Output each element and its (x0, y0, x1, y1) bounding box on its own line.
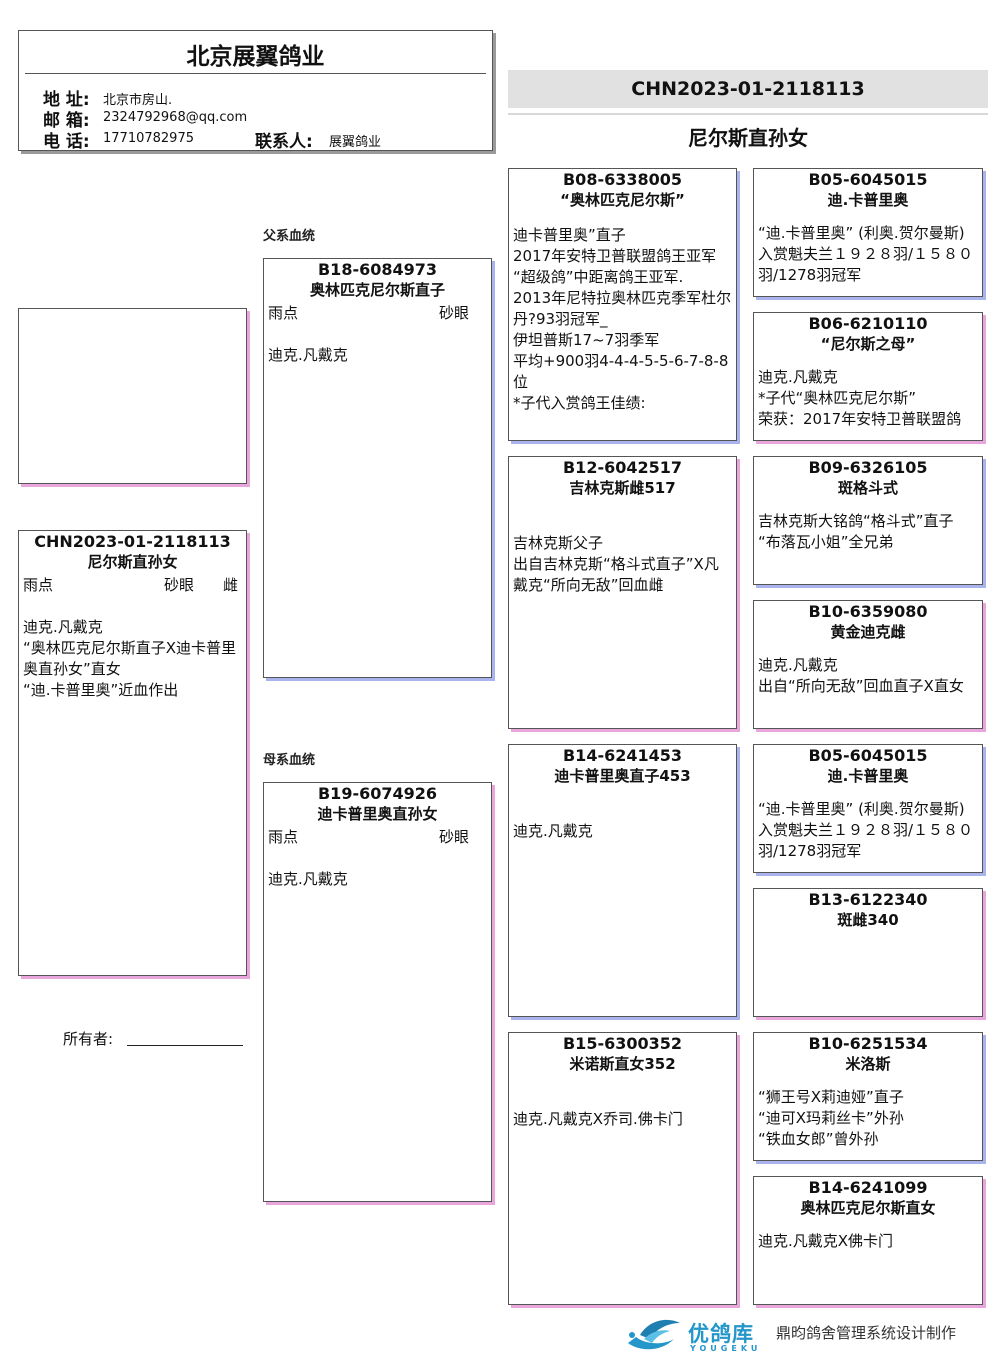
sire-sire-dam-card: B06-6210110 “尼尔斯之母” 迪克.凡戴克 *子代“奥林匹克尼尔斯” … (753, 312, 983, 441)
ring-bar-underline (508, 113, 988, 115)
description: 迪克.凡戴克 出自“所向无敌”回血直子X直女 (758, 656, 964, 695)
ring-number: B09-6326105 (808, 458, 928, 477)
dam-sire-card: B14-6241453 迪卡普里奥直子453 迪克.凡戴克 (508, 744, 737, 1017)
sire-dam-card: B12-6042517 吉林克斯雌517 吉林克斯父子 出自吉林克斯“格斗式直子… (508, 456, 737, 729)
ring-number: B06-6210110 (808, 314, 928, 333)
description: 迪卡普里奥”直子 2017年安特卫普联盟鸽王亚军 “超级鸽”中距离鸽王亚军. 2… (513, 226, 732, 412)
description: 迪克.凡戴克 (513, 822, 593, 840)
ring-number: B15-6300352 (562, 1034, 683, 1053)
bird-name: 迪.卡普里奥 (827, 767, 909, 785)
ring-number: B10-6359080 (808, 602, 928, 621)
dam-dam-sire-card: B10-6251534 米洛斯 “狮王号X莉迪娅”直子 “迪可X玛莉丝卡”外孙 … (753, 1032, 983, 1161)
dam-dam-card: B15-6300352 米诺斯直女352 迪克.凡戴克X乔司.佛卡门 (508, 1032, 737, 1305)
ring-number: B14-6241453 (562, 746, 683, 765)
bird-name: 迪卡普里奥直子453 (554, 767, 691, 785)
ring-number-bar: CHN2023-01-2118113 (508, 70, 988, 108)
bird-name: 迪卡普里奥直孙女 (317, 805, 438, 823)
loft-info-card: 北京展翼鸽业 地 址: 北京市房山. 邮 箱: 2324792968@qq.co… (18, 30, 493, 152)
ring-number: B10-6251534 (808, 1034, 928, 1053)
description: 迪克.凡戴克 (268, 870, 348, 888)
attributes-row: 雨点 砂眼 (268, 825, 487, 847)
bird-name: “奥林匹克尼尔斯” (560, 191, 685, 209)
description: 迪克.凡戴克 (268, 346, 348, 364)
description: 迪克.凡戴克X佛卡门 (758, 1232, 894, 1250)
owner-signature-line[interactable] (127, 1045, 243, 1046)
bird-name: 米洛斯 (845, 1055, 891, 1073)
bird-name: 迪.卡普里奥 (827, 191, 909, 209)
ring-number: B12-6042517 (562, 458, 683, 477)
attributes-row: 雨点 砂眼 雌 (23, 573, 242, 595)
description: 吉林克斯父子 出自吉林克斯“格斗式直子”X凡戴克“所向无敌”回血雌 (513, 534, 719, 594)
ring-number: B13-6122340 (808, 890, 928, 909)
sire-dam-sire-card: B09-6326105 斑格斗式 吉林克斯大铭鸽“格斗式”直子 “布落瓦小姐”全… (753, 456, 983, 585)
sire-line-label: 父系血统 (263, 229, 316, 244)
eye-sign: 砂眼 (438, 828, 469, 846)
bird-name: 米诺斯直女352 (569, 1055, 676, 1073)
dam-line-label: 母系血统 (263, 753, 316, 768)
dam-sire-sire-card: B05-6045015 迪.卡普里奥 “迪.卡普里奥” (利奥.贺尔曼斯) 入赏… (753, 744, 983, 873)
email-value: 2324792968@qq.com (103, 110, 248, 125)
bird-name: 吉林克斯雌517 (569, 479, 676, 497)
bird-name: 斑格斗式 (837, 479, 898, 497)
bird-name: 奥林匹克尼尔斯直子 (309, 281, 445, 299)
bird-name: 黄金迪克雌 (830, 623, 906, 641)
dam-dam-dam-card: B14-6241099 奥林匹克尼尔斯直女 迪克.凡戴克X佛卡门 (753, 1176, 983, 1305)
eye-sign: 砂眼 (438, 304, 469, 322)
attributes-row: 雨点 砂眼 (268, 301, 487, 323)
contact-label: 联系人: (255, 132, 313, 152)
brand-subtitle: YOUGEKU (690, 1344, 762, 1353)
sire-sire-sire-card: B05-6045015 迪.卡普里奥 “迪.卡普里奥” (利奥.贺尔曼斯) 入赏… (753, 168, 983, 297)
brand-name: 优鸽库 (688, 1322, 754, 1346)
address-value: 北京市房山. (103, 93, 173, 108)
eye-sign: 砂眼 (163, 576, 194, 594)
description: 迪克.凡戴克 “奥林匹克尼尔斯直子X迪卡普里奥直孙女”直女 “迪.卡普里奥”近血… (23, 618, 237, 699)
description: 迪克.凡戴克X乔司.佛卡门 (513, 1110, 683, 1128)
sex: 雌 (222, 576, 238, 594)
bird-name: “尼尔斯之母” (820, 335, 916, 353)
bird-name: 奥林匹克尼尔斯直女 (800, 1199, 936, 1217)
ring-number: B08-6338005 (562, 170, 683, 189)
brand-logo-icon (622, 1313, 684, 1355)
description: “狮王号X莉迪娅”直子 “迪可X玛莉丝卡”外孙 “铁血女郎”曾外孙 (758, 1088, 904, 1148)
dam-card: B19-6074926 迪卡普里奥直孙女 雨点 砂眼 迪克.凡戴克 (263, 782, 492, 1202)
divider (25, 73, 486, 74)
photo-placeholder (18, 308, 247, 484)
feather-color: 雨点 (268, 828, 299, 846)
sire-card: B18-6084973 奥林匹克尼尔斯直子 雨点 砂眼 迪克.凡戴克 (263, 258, 492, 678)
feather-color: 雨点 (268, 304, 299, 322)
dam-sire-dam-card: B13-6122340 斑雌340 (753, 888, 983, 1017)
bird-name: 尼尔斯直孙女 (87, 553, 178, 571)
description: “迪.卡普里奥” (利奥.贺尔曼斯) 入赏魁夫兰１９２８羽/１５８０羽/1278… (758, 800, 974, 860)
ring-number: B19-6074926 (317, 784, 438, 803)
ring-number: B14-6241099 (808, 1178, 928, 1197)
ring-number: B05-6045015 (808, 746, 928, 765)
ring-number: B18-6084973 (317, 260, 438, 279)
ring-number: CHN2023-01-2118113 (34, 532, 231, 551)
description: “迪.卡普里奥” (利奥.贺尔曼斯) 入赏魁夫兰１９２８羽/１５８０羽/1278… (758, 224, 974, 284)
subject-bird-card: CHN2023-01-2118113 尼尔斯直孙女 雨点 砂眼 雌 迪克.凡戴克… (18, 530, 247, 976)
address-label: 地 址: (43, 90, 90, 110)
owner-label: 所有者: (63, 1030, 114, 1048)
feather-color: 雨点 (23, 576, 54, 594)
description: 迪克.凡戴克 *子代“奥林匹克尼尔斯” 荣获：2017年安特卫普联盟鸽 (758, 368, 962, 428)
sire-sire-card: B08-6338005 “奥林匹克尼尔斯” 迪卡普里奥”直子 2017年安特卫普… (508, 168, 737, 441)
description: 吉林克斯大铭鸽“格斗式”直子 “布落瓦小姐”全兄弟 (758, 512, 954, 551)
bird-name-title: 尼尔斯直孙女 (688, 126, 808, 150)
bird-name: 斑雌340 (837, 911, 899, 929)
footer-note: 鼎昀鸽舍管理系统设计制作 (776, 1324, 957, 1342)
ring-number: B05-6045015 (808, 170, 928, 189)
contact-value: 展翼鸽业 (329, 135, 382, 150)
phone-value: 17710782975 (103, 131, 194, 146)
loft-name: 北京展翼鸽业 (186, 44, 325, 70)
email-label: 邮 箱: (43, 111, 90, 131)
phone-label: 电 话: (43, 132, 90, 152)
sire-dam-dam-card: B10-6359080 黄金迪克雌 迪克.凡戴克 出自“所向无敌”回血直子X直女 (753, 600, 983, 729)
